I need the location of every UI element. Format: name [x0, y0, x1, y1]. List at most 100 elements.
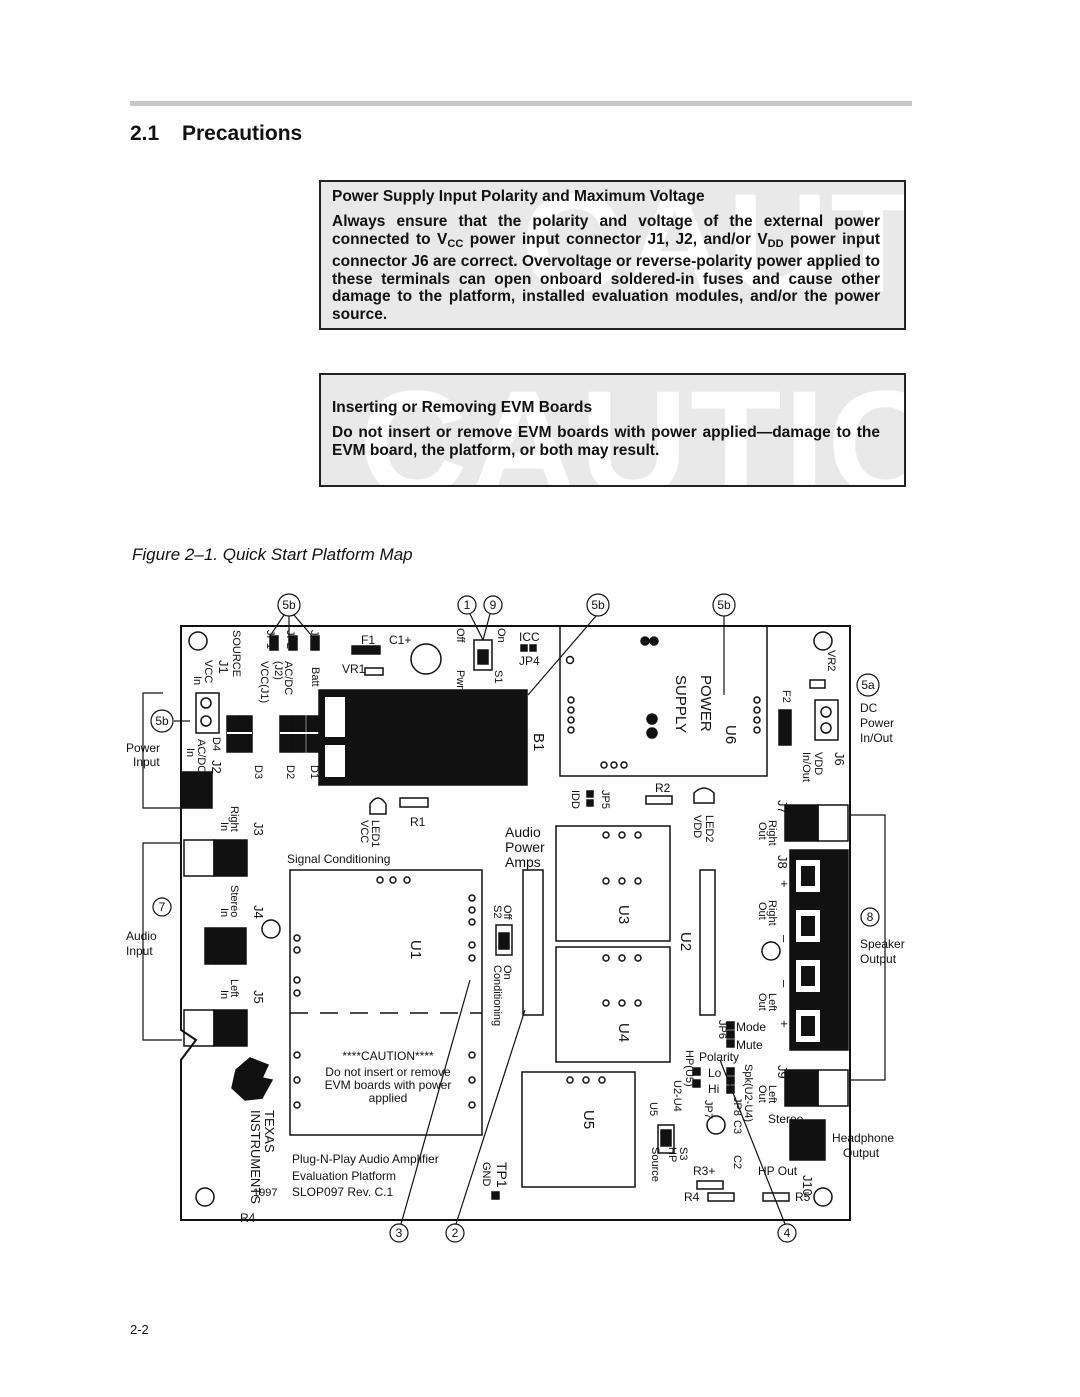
label-spk: Spk(U2-U4)	[742, 1064, 754, 1122]
label-d1: D1	[308, 765, 320, 779]
label-led1: LED1	[369, 820, 381, 848]
label-r3: R3+	[693, 1164, 715, 1178]
label-out: Out	[756, 822, 768, 840]
label-idd: IDD	[569, 790, 581, 809]
label-left: Left	[766, 993, 778, 1011]
caution-line: applied	[369, 1091, 408, 1105]
label-vcc: VCC	[202, 660, 214, 683]
label-output: Output	[860, 952, 897, 966]
section-number: 2.1	[130, 122, 160, 145]
label-j7: J7	[775, 800, 790, 814]
label-stereo: Stereo	[768, 1112, 804, 1126]
caution-line: Do not insert or remove	[325, 1065, 451, 1079]
label-source: Source	[649, 1147, 661, 1182]
callout-2: 2	[452, 1226, 459, 1240]
label-u2: U2	[677, 932, 694, 951]
caution-title: Power Supply Input Polarity and Maximum …	[332, 188, 705, 205]
label-out: Out	[756, 1085, 768, 1103]
label-vr1: VR1	[342, 662, 366, 676]
label-off: Off	[454, 628, 466, 643]
label-input: Input	[133, 755, 160, 769]
label-power: Power	[505, 839, 545, 855]
label-led2: LED2	[703, 815, 715, 843]
ti-year: 1997	[253, 1187, 277, 1199]
label-jp6: JP6	[716, 1020, 728, 1039]
label-j6: J6	[832, 752, 847, 766]
top-rule	[130, 101, 912, 106]
label-r2: R2	[655, 781, 671, 795]
label-d4: D4	[210, 737, 222, 751]
caution-text: Do not insert or remove EVM boards with …	[332, 424, 880, 459]
label-icc: ICC	[519, 630, 540, 644]
callout-5b: 5b	[282, 598, 296, 612]
label-hi: Hi	[708, 1082, 719, 1096]
caution-stars: ****CAUTION****	[342, 1049, 434, 1063]
label-j9: J9	[775, 1065, 790, 1079]
label-r1: R1	[410, 815, 426, 829]
label-lo: Lo	[708, 1066, 722, 1080]
label-power: POWER	[697, 675, 714, 732]
label-conditioning: Conditioning	[491, 965, 503, 1026]
label-jp8: JP8	[731, 1097, 743, 1116]
ti-logo-icon	[231, 1057, 274, 1101]
label-acdc: AC/DC	[282, 661, 294, 695]
callout-4: 4	[784, 1226, 791, 1240]
label-headphone: Headphone	[832, 1131, 894, 1145]
label-s2: S2	[491, 905, 503, 918]
label-signal-conditioning: Signal Conditioning	[287, 852, 390, 866]
label-minus: –	[777, 935, 792, 943]
label-jp4: JP4	[519, 654, 540, 668]
label-stereo: Stereo	[228, 885, 240, 917]
label-j8: J8	[775, 855, 790, 869]
label-polarity: Polarity	[699, 1050, 739, 1064]
mount-hole	[195, 1187, 215, 1207]
label-r5: R5	[795, 1190, 811, 1204]
label-right: Right	[766, 900, 778, 926]
callouts	[150, 593, 880, 1243]
callout-5a: 5a	[861, 678, 875, 692]
label-supply: SUPPLY	[672, 675, 689, 733]
label-power: Power	[860, 716, 894, 730]
label-vcc: VCC	[358, 820, 370, 843]
label-jp1: JP1	[264, 630, 276, 649]
ti-texas: TEXAS	[262, 1110, 277, 1153]
plug-n-play: SLOP097 Rev. C.1	[292, 1185, 393, 1199]
label-vdd: VDD	[812, 752, 824, 775]
label-in: In	[184, 748, 196, 757]
label-source: SOURCE	[230, 630, 242, 677]
caution-title: Inserting or Removing EVM Boards	[332, 399, 593, 416]
label-hp: HP	[666, 1147, 678, 1162]
label-jp3: JP3	[308, 630, 320, 649]
callout-3: 3	[396, 1226, 403, 1240]
label-in: In	[191, 676, 203, 685]
label-batt: Batt	[309, 667, 321, 687]
label-input: Input	[126, 944, 153, 958]
mount-hole	[761, 941, 781, 961]
label-vr2: VR2	[825, 650, 837, 671]
callout-5b: 5b	[591, 598, 605, 612]
label-u4: U4	[615, 1023, 632, 1042]
label-j4: J4	[251, 905, 266, 919]
label-j3: J3	[251, 822, 266, 836]
label-out: Out	[756, 902, 768, 920]
ti-instruments: INSTRUMENTS	[248, 1110, 263, 1204]
label-jp2: JP2	[284, 630, 296, 649]
label-gnd: GND	[480, 1162, 492, 1187]
label-on: On	[495, 628, 507, 643]
label-c3: C3	[731, 1120, 743, 1134]
label-j5: J5	[251, 990, 266, 1004]
mount-hole	[813, 631, 833, 651]
callout-8: 8	[867, 910, 874, 924]
label-right: Right	[228, 806, 240, 832]
label-d2: D2	[284, 765, 296, 779]
label-out: Out	[756, 993, 768, 1011]
label-tp1: TP1	[494, 1162, 510, 1188]
label-jp5: JP5	[599, 790, 611, 809]
callout-7: 7	[159, 900, 166, 914]
label-f2: F2	[780, 690, 792, 703]
label-u5s: U5	[647, 1102, 659, 1116]
label-j1: J1	[216, 660, 231, 674]
label-r4: R4	[240, 1211, 256, 1225]
